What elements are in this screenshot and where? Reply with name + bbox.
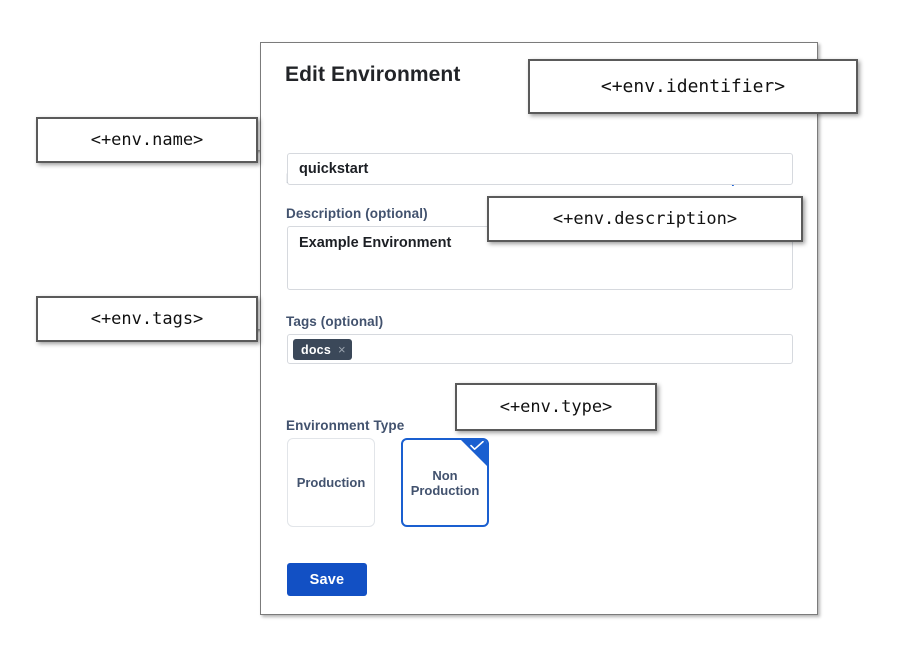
name-input[interactable] [287, 153, 793, 185]
tags-label: Tags (optional) [286, 314, 384, 329]
edit-environment-card: Edit Environment Name ID: quickstart Des… [260, 42, 818, 615]
callout-env-description: <+env.description> [487, 196, 803, 242]
callout-text: <+env.description> [552, 209, 738, 229]
callout-env-type: <+env.type> [455, 383, 657, 431]
tags-input[interactable]: docs × [287, 334, 793, 364]
callout-env-tags: <+env.tags> [36, 296, 258, 342]
callout-text: <+env.identifier> [600, 76, 786, 97]
close-icon[interactable]: × [337, 342, 346, 357]
callout-env-identifier: <+env.identifier> [528, 59, 858, 114]
tag-chip-label: docs [301, 342, 331, 357]
callout-text: <+env.tags> [90, 309, 204, 329]
save-button[interactable]: Save [287, 563, 367, 596]
environment-type-option-label: Production [296, 475, 366, 490]
environment-type-option-production[interactable]: Production [287, 438, 375, 527]
page-title: Edit Environment [285, 63, 461, 86]
callout-env-name: <+env.name> [36, 117, 258, 163]
check-icon [470, 441, 484, 450]
tag-chip[interactable]: docs × [293, 339, 352, 360]
callout-text: <+env.type> [499, 397, 613, 417]
callout-text: <+env.name> [90, 130, 204, 150]
selected-corner-badge [461, 440, 487, 466]
description-label: Description (optional) [286, 206, 428, 221]
environment-type-label: Environment Type [286, 418, 405, 433]
